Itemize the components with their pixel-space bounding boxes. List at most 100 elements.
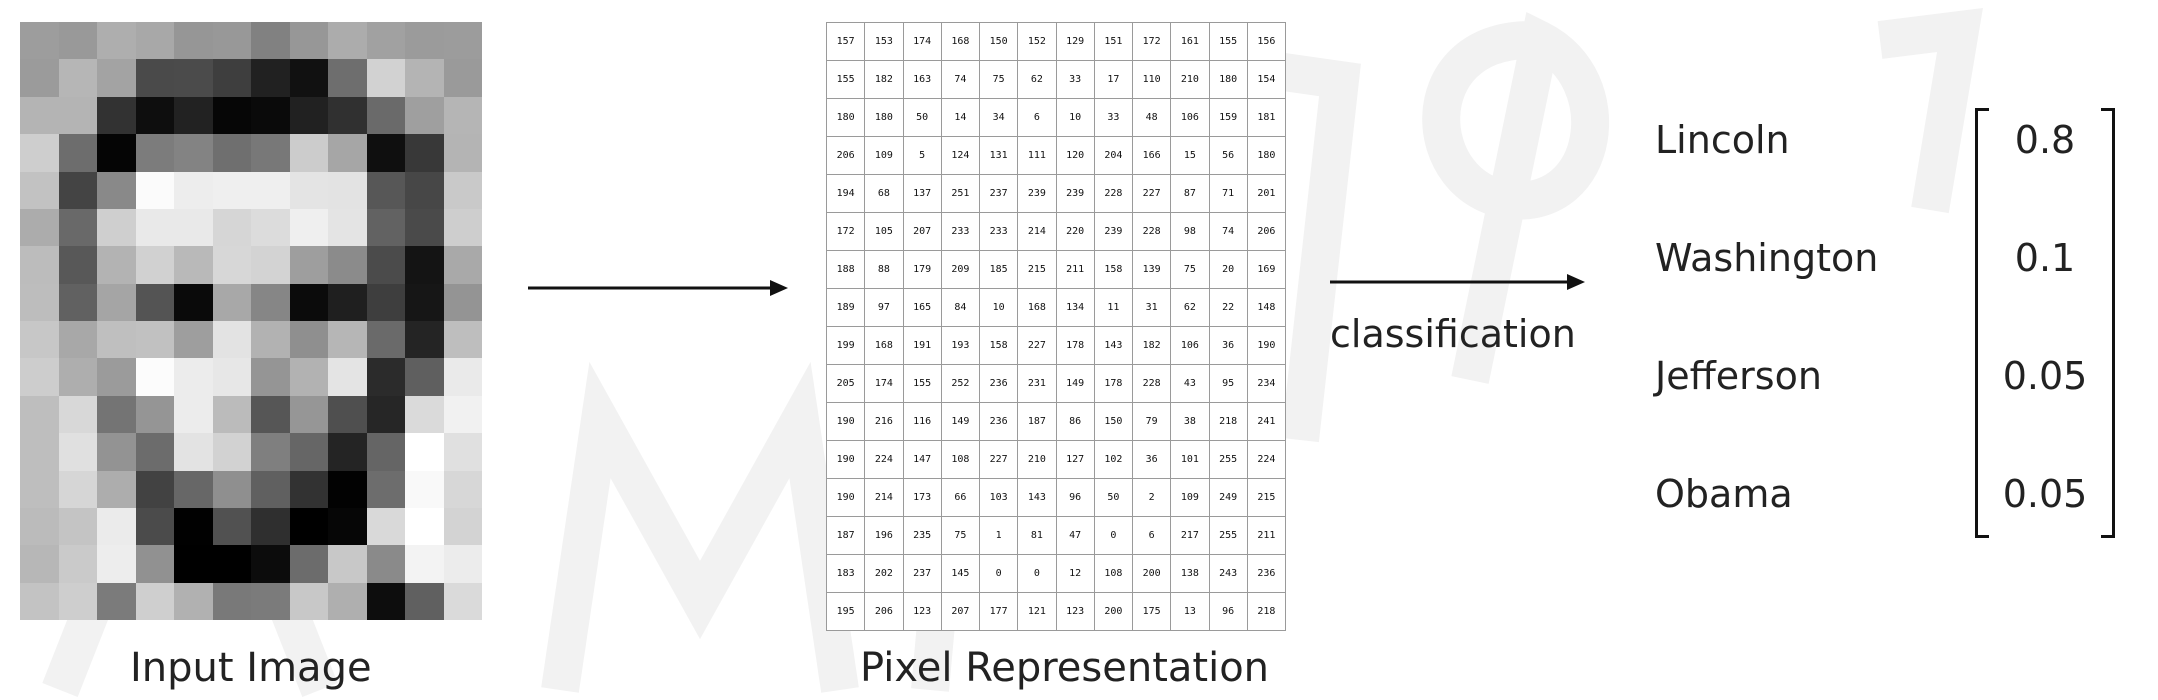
pixel-cell [289,358,328,396]
pixel-cell [174,59,213,97]
pixel-value-cell: 249 [1208,478,1248,517]
pixel-cell [135,321,174,359]
pixel-cell [328,470,367,508]
pixel-value-cell: 150 [978,22,1019,61]
pixel-value-cell: 155 [1208,22,1248,61]
pixel-cell [58,171,97,209]
pixel-value-cell: 252 [940,364,981,403]
pixel-cell [289,545,328,583]
pixel-cell [212,134,251,172]
pixel-cell [405,171,444,209]
pixel-cell [212,171,251,209]
pixel-cell [366,246,405,284]
pixel-value-cell: 1 [978,516,1019,555]
pixel-cell [20,507,59,546]
pixel-value-cell: 255 [1208,516,1248,555]
pixel-cell [58,395,97,434]
pixel-cell [328,507,367,546]
pixel-value-cell: 143 [1093,326,1134,365]
pixel-cell [174,358,213,396]
pixel-value-cell: 211 [1246,516,1287,555]
pixel-cell [97,134,136,172]
pixel-value-cell: 106 [1170,98,1210,137]
pixel-value-cell: 156 [1246,22,1287,61]
pixel-value-cell: 217 [1170,516,1210,555]
pixel-value-cell: 108 [940,440,981,479]
pixel-value-cell: 120 [1055,136,1095,175]
pixel-cell [58,470,97,508]
pixel-cell [135,470,174,508]
pixel-value-cell: 174 [864,364,904,403]
pixel-value-cell: 143 [1017,478,1057,517]
pixel-cell [443,321,482,359]
pixel-value-cell: 50 [1093,478,1134,517]
pixel-value-cell: 157 [825,22,866,61]
pixel-value-cell: 13 [1170,592,1210,631]
pixel-cell [289,246,328,284]
pixel-cell [443,134,482,172]
pixel-value-cell: 227 [978,440,1019,479]
pixel-value-cell: 180 [1246,136,1287,175]
pixel-value-cell: 0 [1017,554,1057,593]
pixel-value-cell: 191 [902,326,942,365]
pixel-value-cell: 193 [940,326,981,365]
pixel-cell [289,470,328,508]
pixel-value-cell: 179 [902,250,942,289]
probability-vector: 0.8 0.1 0.05 0.05 [1965,108,2125,538]
pixel-value-cell: 10 [1055,98,1095,137]
pixel-value-cell: 190 [825,402,866,441]
pixel-value-cell: 187 [1017,402,1057,441]
prob-washington: 0.1 [2014,236,2076,280]
pixel-cell [251,283,290,321]
pixel-cell [289,171,328,209]
pixel-value-cell: 56 [1208,136,1248,175]
pixel-cell [443,433,482,471]
class-name-lincoln: Lincoln [1655,118,1790,162]
pixel-cell [366,395,405,434]
pixel-cell [97,208,136,247]
pixel-cell [289,433,328,471]
pixel-value-cell: 152 [1017,22,1057,61]
pixel-cell [405,59,444,97]
pixel-value-cell: 241 [1246,402,1287,441]
pixel-value-cell: 239 [1055,174,1095,213]
pixel-value-cell: 96 [1208,592,1248,631]
pixel-cell [135,171,174,209]
pixel-cell [135,545,174,583]
pixel-value-cell: 155 [825,60,866,99]
pixel-cell [135,59,174,97]
pixel-value-cell: 17 [1093,60,1134,99]
pixel-value-cell: 207 [940,592,981,631]
pixel-value-cell: 98 [1170,212,1210,251]
pixel-value-cell: 75 [978,60,1019,99]
pixel-value-cell: 111 [1017,136,1057,175]
pixel-cell [328,395,367,434]
pixel-cell [20,59,59,97]
pixel-value-cell: 228 [1131,364,1172,403]
pixel-value-cell: 239 [1017,174,1057,213]
pixel-cell [289,59,328,97]
pixel-value-cell: 145 [940,554,981,593]
pixel-cell [135,22,174,60]
pixel-value-cell: 243 [1208,554,1248,593]
pixel-cell [251,22,290,60]
pixel-cell [135,246,174,284]
pixel-cell [366,507,405,546]
pixel-value-cell: 123 [1055,592,1095,631]
pixel-value-cell: 165 [902,288,942,327]
pixel-cell [97,171,136,209]
pixel-cell [135,208,174,247]
pixel-value-cell: 218 [1246,592,1287,631]
pixel-cell [289,283,328,321]
pixel-value-cell: 205 [825,364,866,403]
pixel-cell [212,358,251,396]
pixel-value-cell: 34 [978,98,1019,137]
pixel-value-cell: 224 [1246,440,1287,479]
pixel-cell [443,395,482,434]
pixel-value-cell: 175 [1131,592,1172,631]
pixel-value-cell: 50 [902,98,942,137]
